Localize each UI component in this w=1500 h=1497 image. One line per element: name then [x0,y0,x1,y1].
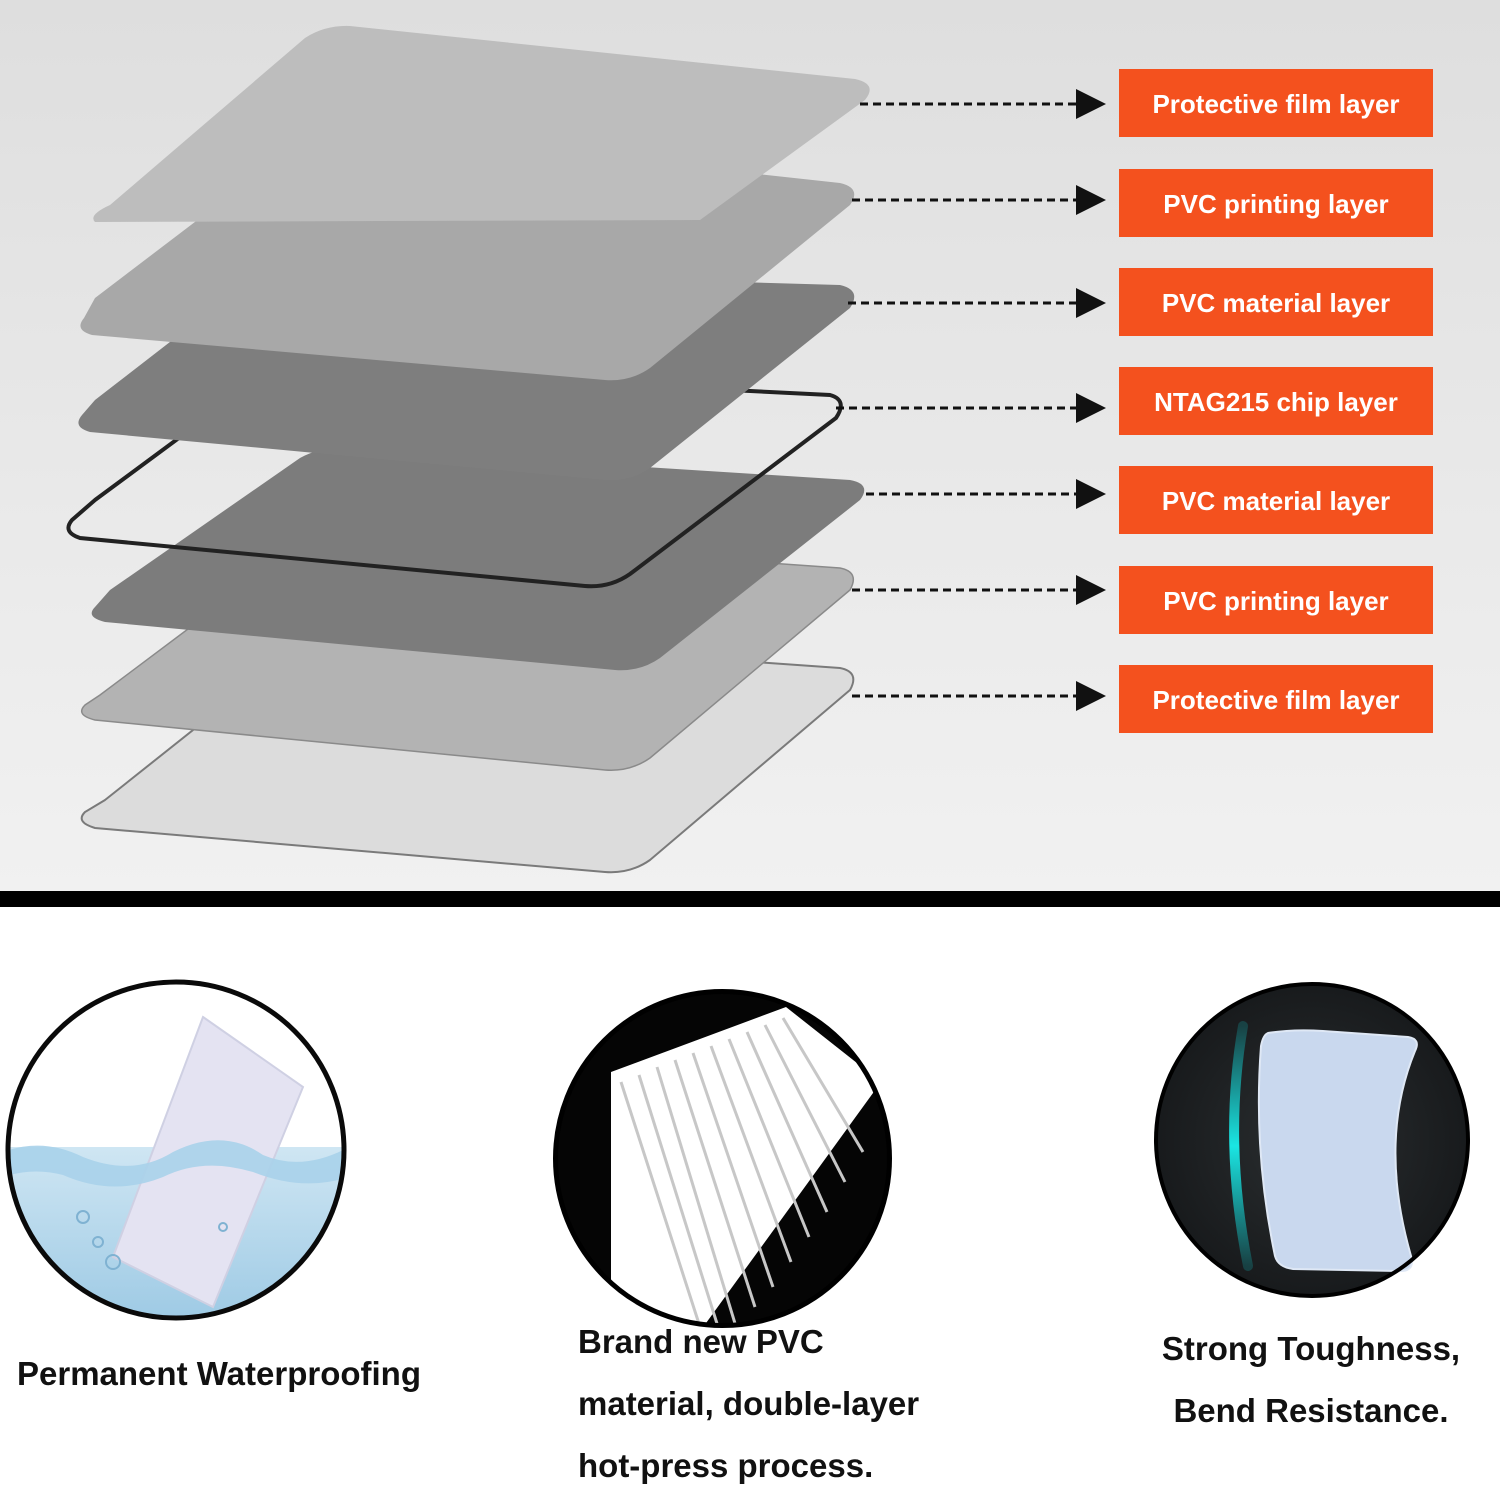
card-layers-illustration [66,25,1106,874]
caption-toughness: Strong Toughness, Bend Resistance. [1140,1318,1482,1442]
caption-line: hot-press process. [578,1447,874,1484]
layer-sheet-1 [93,25,870,222]
caption-line: Permanent Waterproofing [17,1355,421,1392]
water-card-icon [3,977,349,1323]
pvc-cards-stack-icon [551,987,894,1330]
caption-line: material, double-layer [578,1385,920,1422]
layer-label-7: Protective film layer [1119,665,1433,733]
section-divider [0,891,1500,907]
layer-sheet-5 [91,447,865,671]
layer-label-5: PVC material layer [1119,466,1433,534]
layer-label-6: PVC printing layer [1119,566,1433,634]
caption-pvc-material: Brand new PVC material, double-layer hot… [578,1311,919,1497]
layer-label-4: NTAG215 chip layer [1119,367,1433,435]
layer-diagram-panel: Protective film layer PVC printing layer… [0,0,1500,891]
caption-line: Brand new PVC [578,1323,824,1360]
caption-line: Strong Toughness, [1161,1330,1461,1367]
layer-label-1: Protective film layer [1119,69,1433,137]
caption-waterproofing: Permanent Waterproofing [17,1343,421,1405]
layer-label-3: PVC material layer [1119,268,1433,336]
caption-line: Bend Resistance. [1173,1392,1449,1429]
bent-card-icon [1153,981,1471,1299]
features-panel: Permanent Waterproofing [0,907,1500,1494]
layer-label-2: PVC printing layer [1119,169,1433,237]
